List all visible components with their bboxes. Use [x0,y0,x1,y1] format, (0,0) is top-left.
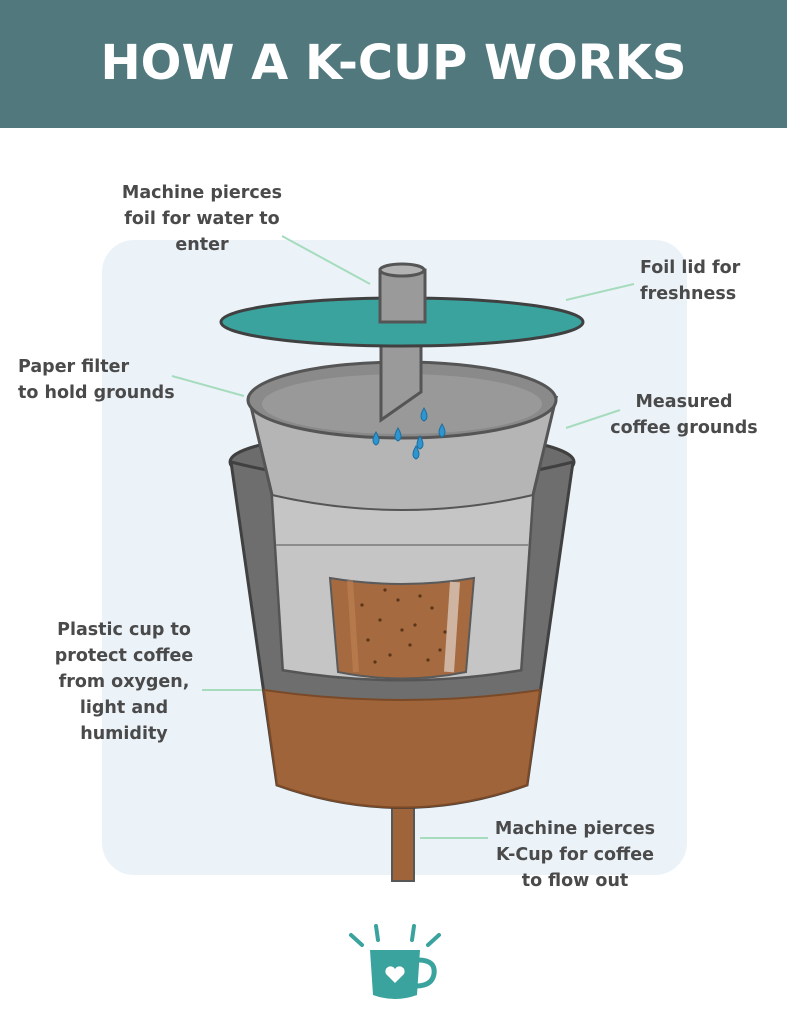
outlet-pipe [391,804,415,882]
leader-paper-filter [171,375,245,397]
page-title: HOW A K-CUP WORKS [100,35,687,91]
leader-grounds [565,409,621,429]
coffee-mug-heart-icon [349,924,441,999]
coffee-grounds [328,576,476,680]
label-paper-filter: Paper filter to hold grounds [18,357,175,403]
label-grounds: Measured coffee grounds [610,392,758,438]
label-foil-lid: Foil lid for freshness [640,258,741,304]
brewed-coffee [262,688,542,809]
label-pierce-foil: Machine pierces foil for water to enter [121,183,283,255]
label-pierce-cup: Machine pierces K-Cup for coffee to flow… [494,819,656,891]
water-drops [372,407,446,460]
label-plastic-cup: Plastic cup to protect coffee from oxyge… [54,620,194,744]
header-banner: HOW A K-CUP WORKS [0,0,787,128]
leader-pierce-foil [281,235,371,285]
leader-foil-lid [565,283,635,301]
